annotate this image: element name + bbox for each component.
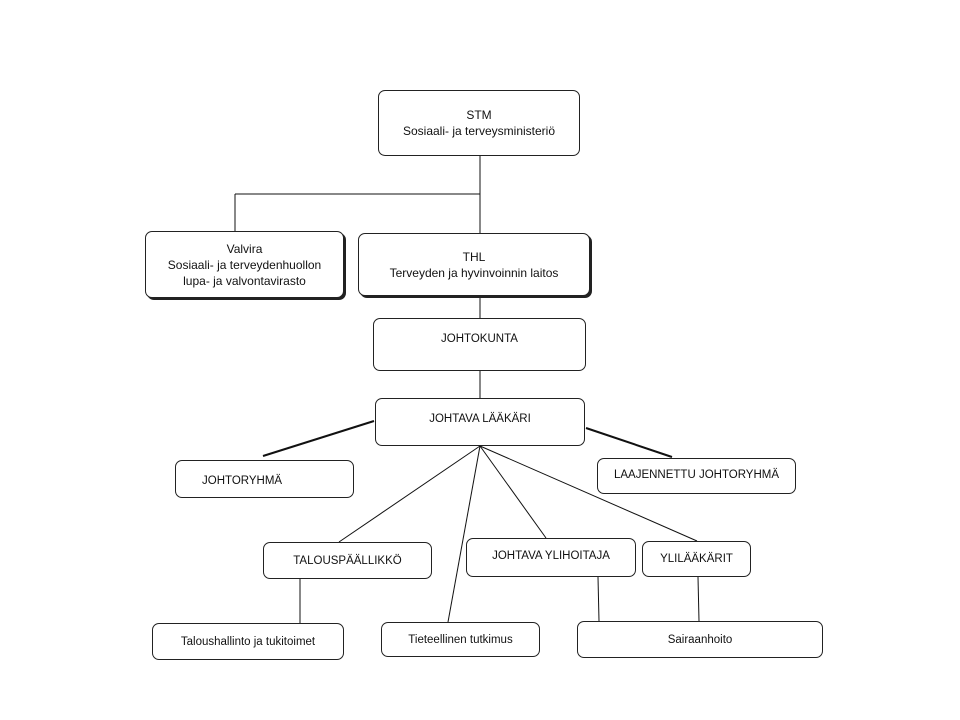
laajennettu-johtoryhma-label: LAAJENNETTU JOHTORYHMÄ: [613, 469, 780, 481]
johtoryhma-label: JOHTORYHMÄ: [202, 475, 283, 487]
node-johtoryhma: JOHTORYHMÄ: [175, 460, 354, 498]
talouspaallikko-label: TALOUSPÄÄLLIKKÖ: [293, 554, 402, 567]
node-talouspaallikko: TALOUSPÄÄLLIKKÖ: [263, 542, 432, 579]
connector-ylilaakarit-to-sairaanhoito: [697, 576, 700, 622]
thl-abbr: THL: [462, 249, 486, 264]
node-ylilaakarit: YLILÄÄKÄRIT: [642, 541, 751, 577]
valvira-name-line1: Sosiaali- ja terveydenhuollon: [167, 257, 322, 272]
connector-to-talouspaallikko: [338, 445, 481, 543]
stm-abbr: STM: [466, 108, 492, 122]
johtokunta-label: JOHTOKUNTA: [441, 333, 518, 345]
ylilaakarit-label: YLILÄÄKÄRIT: [660, 553, 733, 565]
node-johtokunta: JOHTOKUNTA: [373, 318, 586, 371]
connector-to-ylihoitaja: [479, 445, 547, 539]
node-sairaanhoito: Sairaanhoito: [577, 621, 823, 658]
node-valvira: Valvira Sosiaali- ja terveydenhuollon lu…: [145, 231, 344, 298]
taloushallinto-label: Taloushallinto ja tukitoimet: [180, 635, 316, 648]
node-thl: THL Terveyden ja hyvinvoinnin laitos: [358, 233, 590, 296]
node-johtava-ylihoitaja: JOHTAVA YLIHOITAJA: [466, 538, 636, 577]
sairaanhoito-label: Sairaanhoito: [667, 633, 733, 646]
valvira-abbr: Valvira: [226, 241, 263, 256]
thl-name: Terveyden ja hyvinvoinnin laitos: [389, 265, 559, 280]
johtava-ylihoitaja-label: JOHTAVA YLIHOITAJA: [492, 550, 610, 562]
connector-to-laajennettu: [585, 427, 673, 458]
connector-to-ylilaakarit: [479, 445, 698, 542]
node-taloushallinto: Taloushallinto ja tukitoimet: [152, 623, 344, 660]
node-stm: STM Sosiaali- ja terveysministeriö: [378, 90, 580, 156]
tieteellinen-tutkimus-label: Tieteellinen tutkimus: [408, 633, 513, 646]
stm-name: Sosiaali- ja terveysministeriö: [402, 124, 556, 138]
johtava-laakari-label: JOHTAVA LÄÄKÄRI: [429, 413, 531, 425]
connector-to-johtoryhma: [262, 420, 375, 457]
node-laajennettu-johtoryhma: LAAJENNETTU JOHTORYHMÄ: [597, 458, 796, 494]
connector-ylihoitaja-to-sairaanhoito: [597, 576, 600, 622]
node-johtava-laakari: JOHTAVA LÄÄKÄRI: [375, 398, 585, 446]
connector-to-tutkimus: [447, 445, 481, 623]
node-tieteellinen-tutkimus: Tieteellinen tutkimus: [381, 622, 540, 657]
valvira-name-line2: lupa- ja valvontavirasto: [183, 273, 306, 288]
